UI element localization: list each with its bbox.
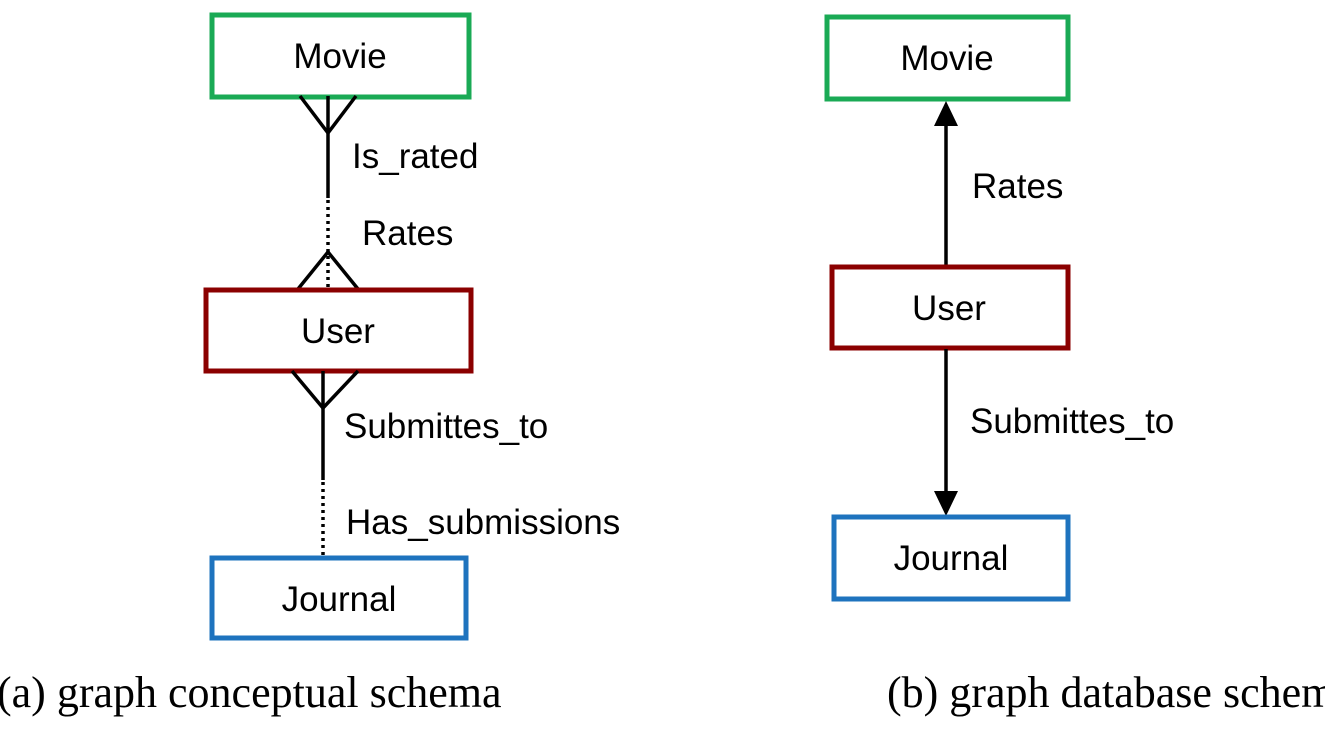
crows-foot-user-bottom-a [290, 369, 360, 480]
node-user-b-label: User [912, 289, 986, 328]
node-user-b-box [829, 264, 1071, 351]
node-movie-a: Movie [209, 12, 472, 100]
caption-a: (a) graph conceptual schema [0, 668, 502, 717]
edge-label-rates-a: Rates [362, 214, 453, 253]
node-journal-a-label: Journal [282, 580, 397, 619]
node-movie-b-label: Movie [900, 39, 993, 78]
node-user-a-box [203, 287, 474, 374]
diagram-b: Movie Rates User Submittes_to Journal (b… [824, 14, 1325, 717]
node-journal-b: Journal [831, 514, 1071, 602]
crows-foot-movie-a [298, 94, 358, 198]
edge-label-is-rated: Is_rated [352, 137, 478, 176]
node-journal-b-label: Journal [894, 539, 1009, 578]
node-movie-b-box [824, 14, 1071, 102]
node-user-a: User [203, 287, 474, 374]
node-movie-a-label: Movie [293, 37, 386, 76]
edge-label-has-submissions: Has_submissions [346, 503, 620, 542]
crows-foot-user-top-a [296, 250, 360, 291]
node-user-a-label: User [301, 312, 375, 351]
edge-label-submittes-to-b: Submittes_to [970, 402, 1174, 441]
arrowhead-journal-b [934, 491, 958, 516]
edge-label-rates-b: Rates [972, 167, 1063, 206]
node-journal-a: Journal [209, 555, 469, 641]
diagram-a: Movie Is_rated Rates User Submittes_to [0, 12, 620, 717]
edge-label-submittes-to-a: Submittes_to [344, 407, 548, 446]
node-user-b: User [829, 264, 1071, 351]
caption-b: (b) graph database schema [887, 668, 1325, 717]
node-journal-b-box [831, 514, 1071, 602]
arrowhead-movie-b [934, 101, 958, 126]
node-movie-b: Movie [824, 14, 1071, 102]
node-journal-a-box [209, 555, 469, 641]
node-movie-a-box [209, 12, 472, 100]
